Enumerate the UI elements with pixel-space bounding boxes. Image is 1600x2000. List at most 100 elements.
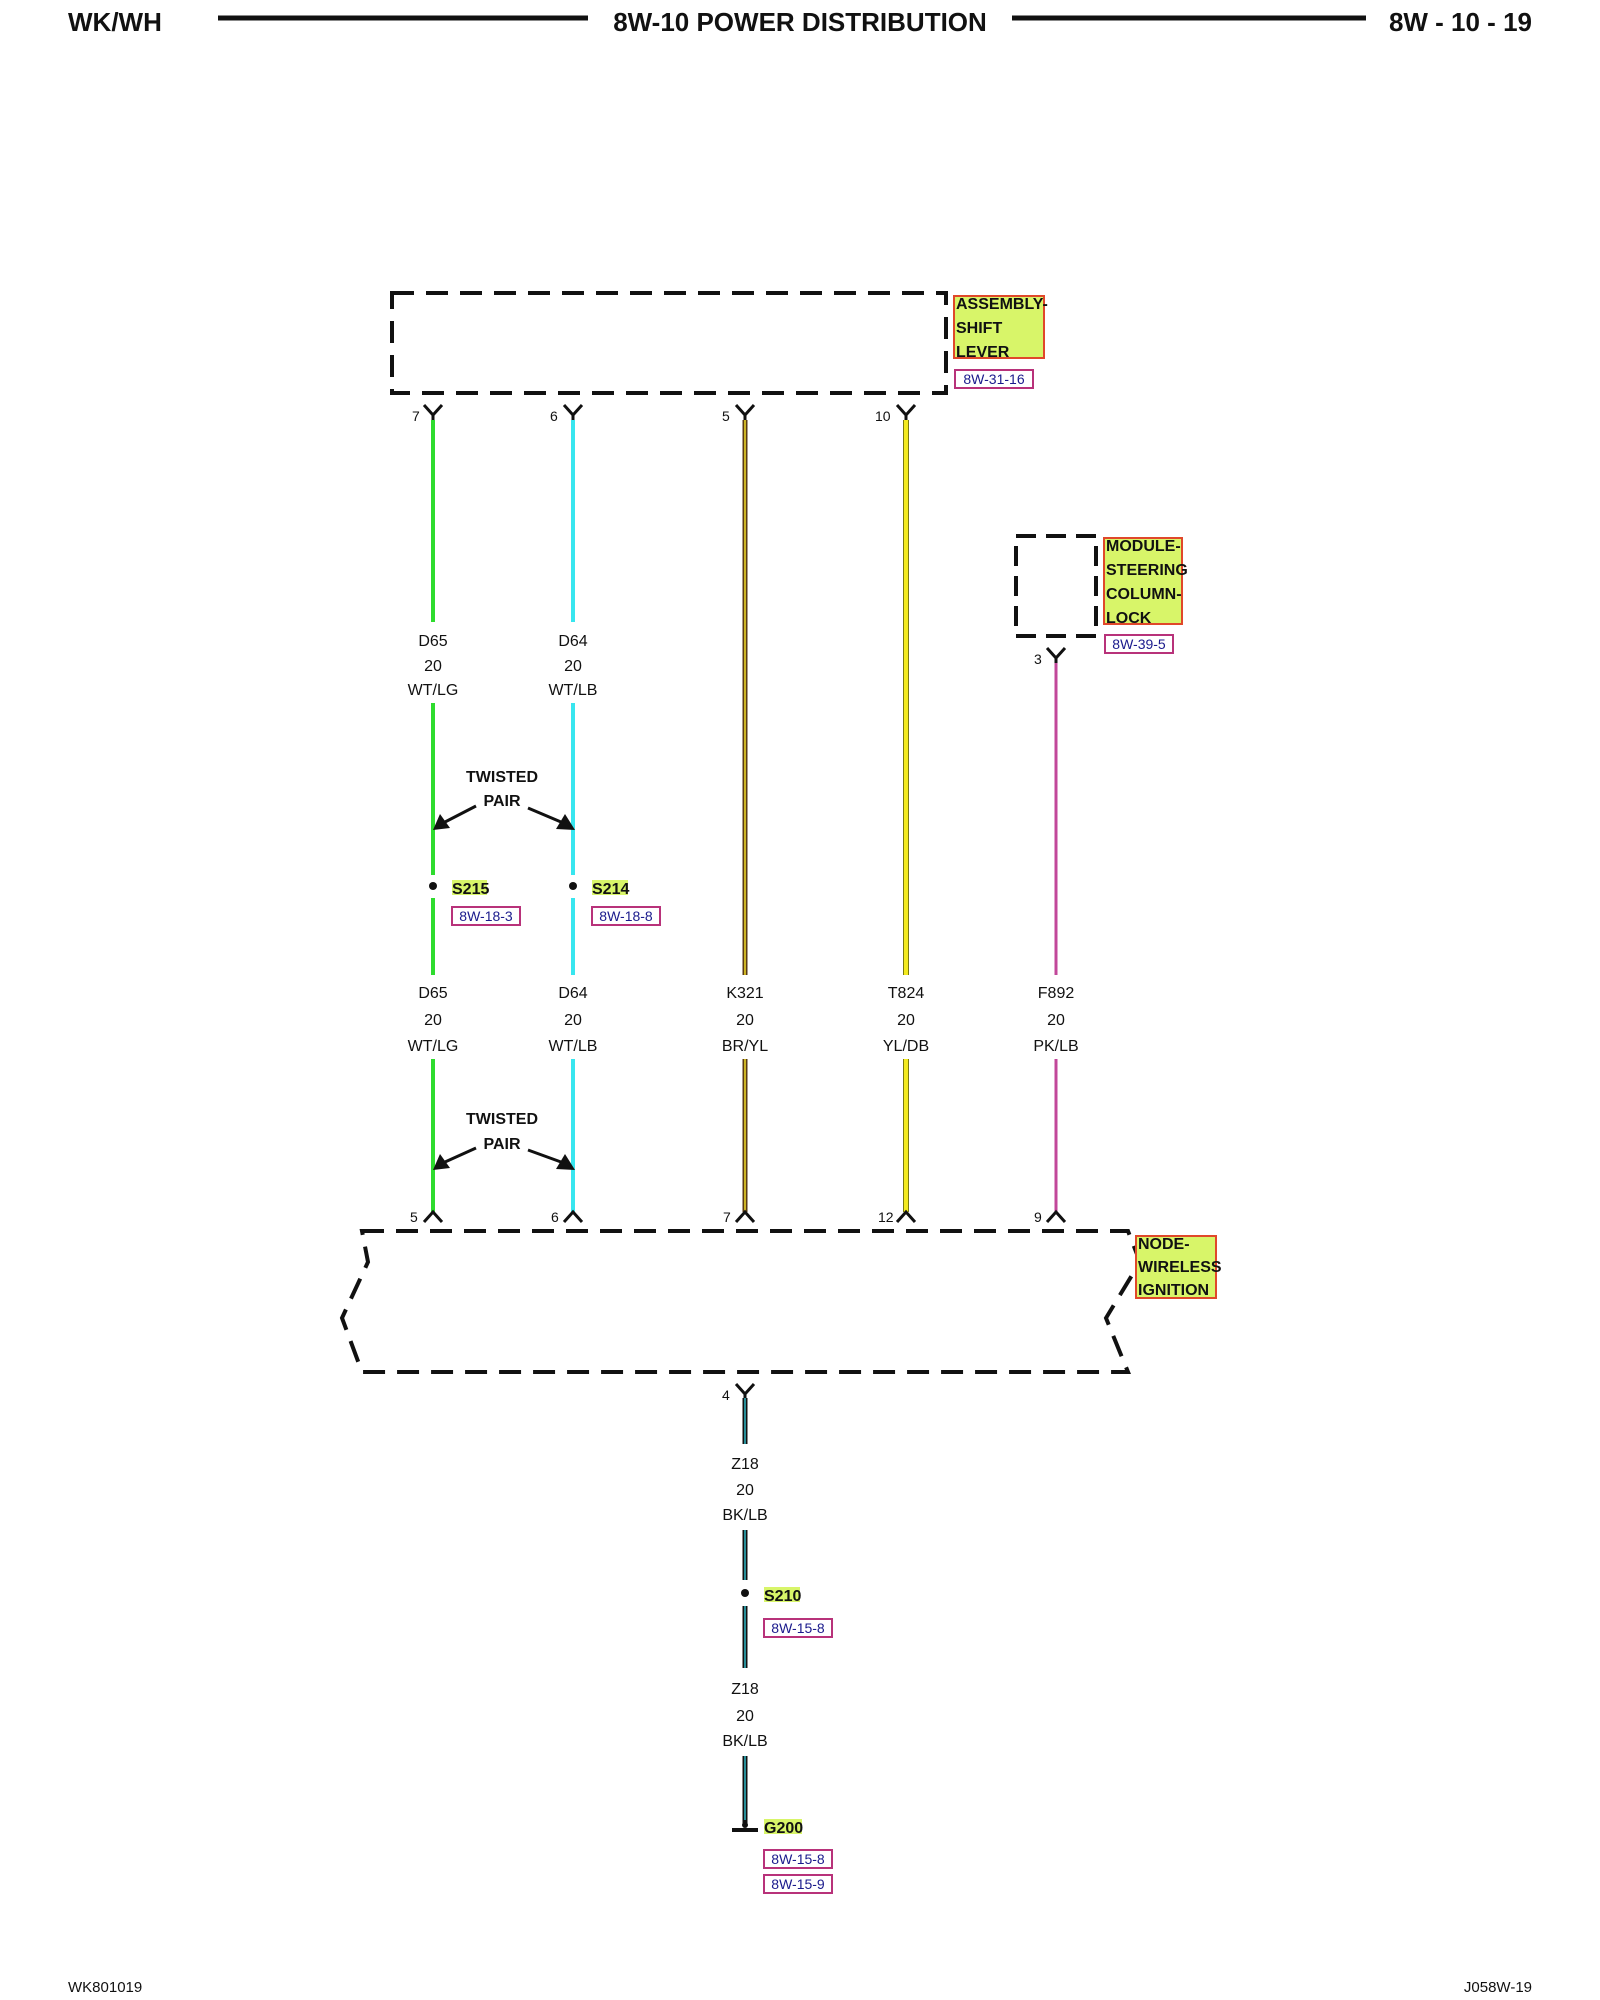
k321-lower-color: BR/YL <box>722 1038 768 1055</box>
d65-upper-gauge: 20 <box>424 658 442 675</box>
g200-label-bg <box>764 1819 802 1834</box>
d65-bottom-pin: 5 <box>410 1209 418 1225</box>
f892-top-connector <box>1045 646 1067 665</box>
d65-upper-circuit: D65 <box>418 633 447 650</box>
f892-bottom-connector <box>1045 1209 1067 1224</box>
s215-ref[interactable]: 8W-18-3 <box>459 908 513 924</box>
wireless-ignition-box <box>339 1229 1143 1374</box>
twisted-pair-lower-1: TWISTED <box>466 1111 538 1128</box>
d64-lower-color: WT/LB <box>549 1038 598 1055</box>
wireless-ignition-label-1: NODE- <box>1138 1236 1190 1253</box>
s214-label-bg <box>592 880 628 895</box>
f892-lower-color: PK/LB <box>1033 1038 1078 1055</box>
z18-lower-circuit: Z18 <box>731 1681 759 1698</box>
steering-lock-ref-box[interactable] <box>1104 634 1174 654</box>
shift-lever-ref-box[interactable] <box>954 369 1034 389</box>
shift-lever-label-2: SHIFT <box>956 320 1002 337</box>
z18-upper-circuit: Z18 <box>731 1456 759 1473</box>
t824-bottom-connector <box>895 1209 917 1224</box>
shift-lever-label-bg <box>953 295 1045 359</box>
d64-upper-color: WT/LB <box>549 682 598 699</box>
f892-lower-circuit: F892 <box>1038 985 1075 1002</box>
s215-label[interactable]: S215 <box>452 881 489 898</box>
s215-label-bg <box>452 880 487 895</box>
k321-bottom-pin: 7 <box>723 1209 731 1225</box>
t824-top-connector <box>895 403 917 422</box>
s215-splice-dot <box>429 882 437 890</box>
twisted-pair-lower-2: PAIR <box>483 1136 520 1153</box>
steering-lock-label-4: LOCK <box>1106 610 1152 627</box>
steering-lock-label-1: MODULE- <box>1106 538 1181 555</box>
steering-lock-label-bg <box>1103 537 1183 625</box>
twisted-pair-lower-arrowhead-right <box>556 1154 575 1170</box>
t824-top-pin: 10 <box>875 408 891 424</box>
g200-ref-1[interactable]: 8W-15-8 <box>771 1851 825 1867</box>
twisted-pair-upper-arrow-left <box>444 804 477 824</box>
z18-upper-gauge: 20 <box>736 1482 754 1499</box>
s210-label-bg <box>764 1587 800 1602</box>
d65-lower-gauge: 20 <box>424 1012 442 1029</box>
header-left: WK/WH <box>68 7 162 37</box>
d65-lower-circuit: D65 <box>418 985 447 1002</box>
steering-lock-label-3: COLUMN- <box>1106 586 1182 603</box>
t824-lower-gauge: 20 <box>897 1012 915 1029</box>
k321-top-connector <box>734 403 756 422</box>
k321-lower-circuit: K321 <box>726 985 763 1002</box>
d64-top-pin: 6 <box>550 408 558 424</box>
g200-ref-box-1[interactable] <box>763 1849 833 1869</box>
shift-lever-ref[interactable]: 8W-31-16 <box>963 371 1024 387</box>
twisted-pair-lower-arrow-left <box>444 1146 477 1164</box>
steering-lock-ref[interactable]: 8W-39-5 <box>1112 636 1166 652</box>
s210-splice-dot <box>741 1589 749 1597</box>
header-title: 8W-10 POWER DISTRIBUTION <box>613 7 987 37</box>
s214-ref[interactable]: 8W-18-8 <box>599 908 653 924</box>
header-page: 8W - 10 - 19 <box>1389 7 1532 37</box>
d65-bottom-connector <box>422 1209 444 1224</box>
twisted-pair-lower-arrow-right <box>527 1148 562 1164</box>
z18-upper-color: BK/LB <box>722 1507 767 1524</box>
steering-lock-box <box>1014 534 1098 638</box>
s210-ref-box[interactable] <box>763 1618 833 1638</box>
footer-right: J058W-19 <box>1464 1979 1532 1996</box>
f892-lower-gauge: 20 <box>1047 1012 1065 1029</box>
t824-lower-circuit: T824 <box>888 985 925 1002</box>
g200-ref-box-2[interactable] <box>763 1874 833 1894</box>
k321-bottom-connector <box>734 1209 756 1224</box>
wireless-ignition-label-2: WIRELESS <box>1138 1259 1222 1276</box>
shift-lever-label-3: LEVER <box>956 344 1010 361</box>
d65-top-pin: 7 <box>412 408 420 424</box>
d64-lower-circuit: D64 <box>558 985 587 1002</box>
shift-lever-box <box>390 291 948 395</box>
s210-ref[interactable]: 8W-15-8 <box>771 1620 825 1636</box>
s210-label[interactable]: S210 <box>764 1588 801 1605</box>
d64-lower-gauge: 20 <box>564 1012 582 1029</box>
steering-lock-label-2: STEERING <box>1106 562 1188 579</box>
t824-bottom-pin: 12 <box>878 1209 894 1225</box>
z18-top-connector <box>734 1382 756 1400</box>
d64-upper-circuit: D64 <box>558 633 587 650</box>
k321-top-pin: 5 <box>722 408 730 424</box>
twisted-pair-upper-2: PAIR <box>483 793 520 810</box>
d65-lower-color: WT/LG <box>408 1038 459 1055</box>
d65-top-connector <box>422 403 444 422</box>
d64-bottom-pin: 6 <box>551 1209 559 1225</box>
s214-ref-box[interactable] <box>591 906 661 926</box>
twisted-pair-upper-arrow-right <box>527 806 562 824</box>
d64-top-connector <box>562 403 584 422</box>
s214-splice-dot <box>569 882 577 890</box>
g200-label[interactable]: G200 <box>764 1820 803 1837</box>
f892-bottom-pin: 9 <box>1034 1209 1042 1225</box>
wireless-ignition-label-3: IGNITION <box>1138 1282 1209 1299</box>
g200-ref-2[interactable]: 8W-15-9 <box>771 1876 825 1892</box>
twisted-pair-upper-1: TWISTED <box>466 769 538 786</box>
k321-lower-gauge: 20 <box>736 1012 754 1029</box>
twisted-pair-upper-arrowhead-left <box>433 814 450 830</box>
wireless-ignition-label-bg <box>1135 1235 1217 1299</box>
z18-top-pin: 4 <box>722 1387 730 1403</box>
z18-lower-gauge: 20 <box>736 1708 754 1725</box>
d64-bottom-connector <box>562 1209 584 1224</box>
ground-dot <box>742 1822 748 1828</box>
s214-label[interactable]: S214 <box>592 881 629 898</box>
s215-ref-box[interactable] <box>451 906 521 926</box>
z18-lower-color: BK/LB <box>722 1733 767 1750</box>
